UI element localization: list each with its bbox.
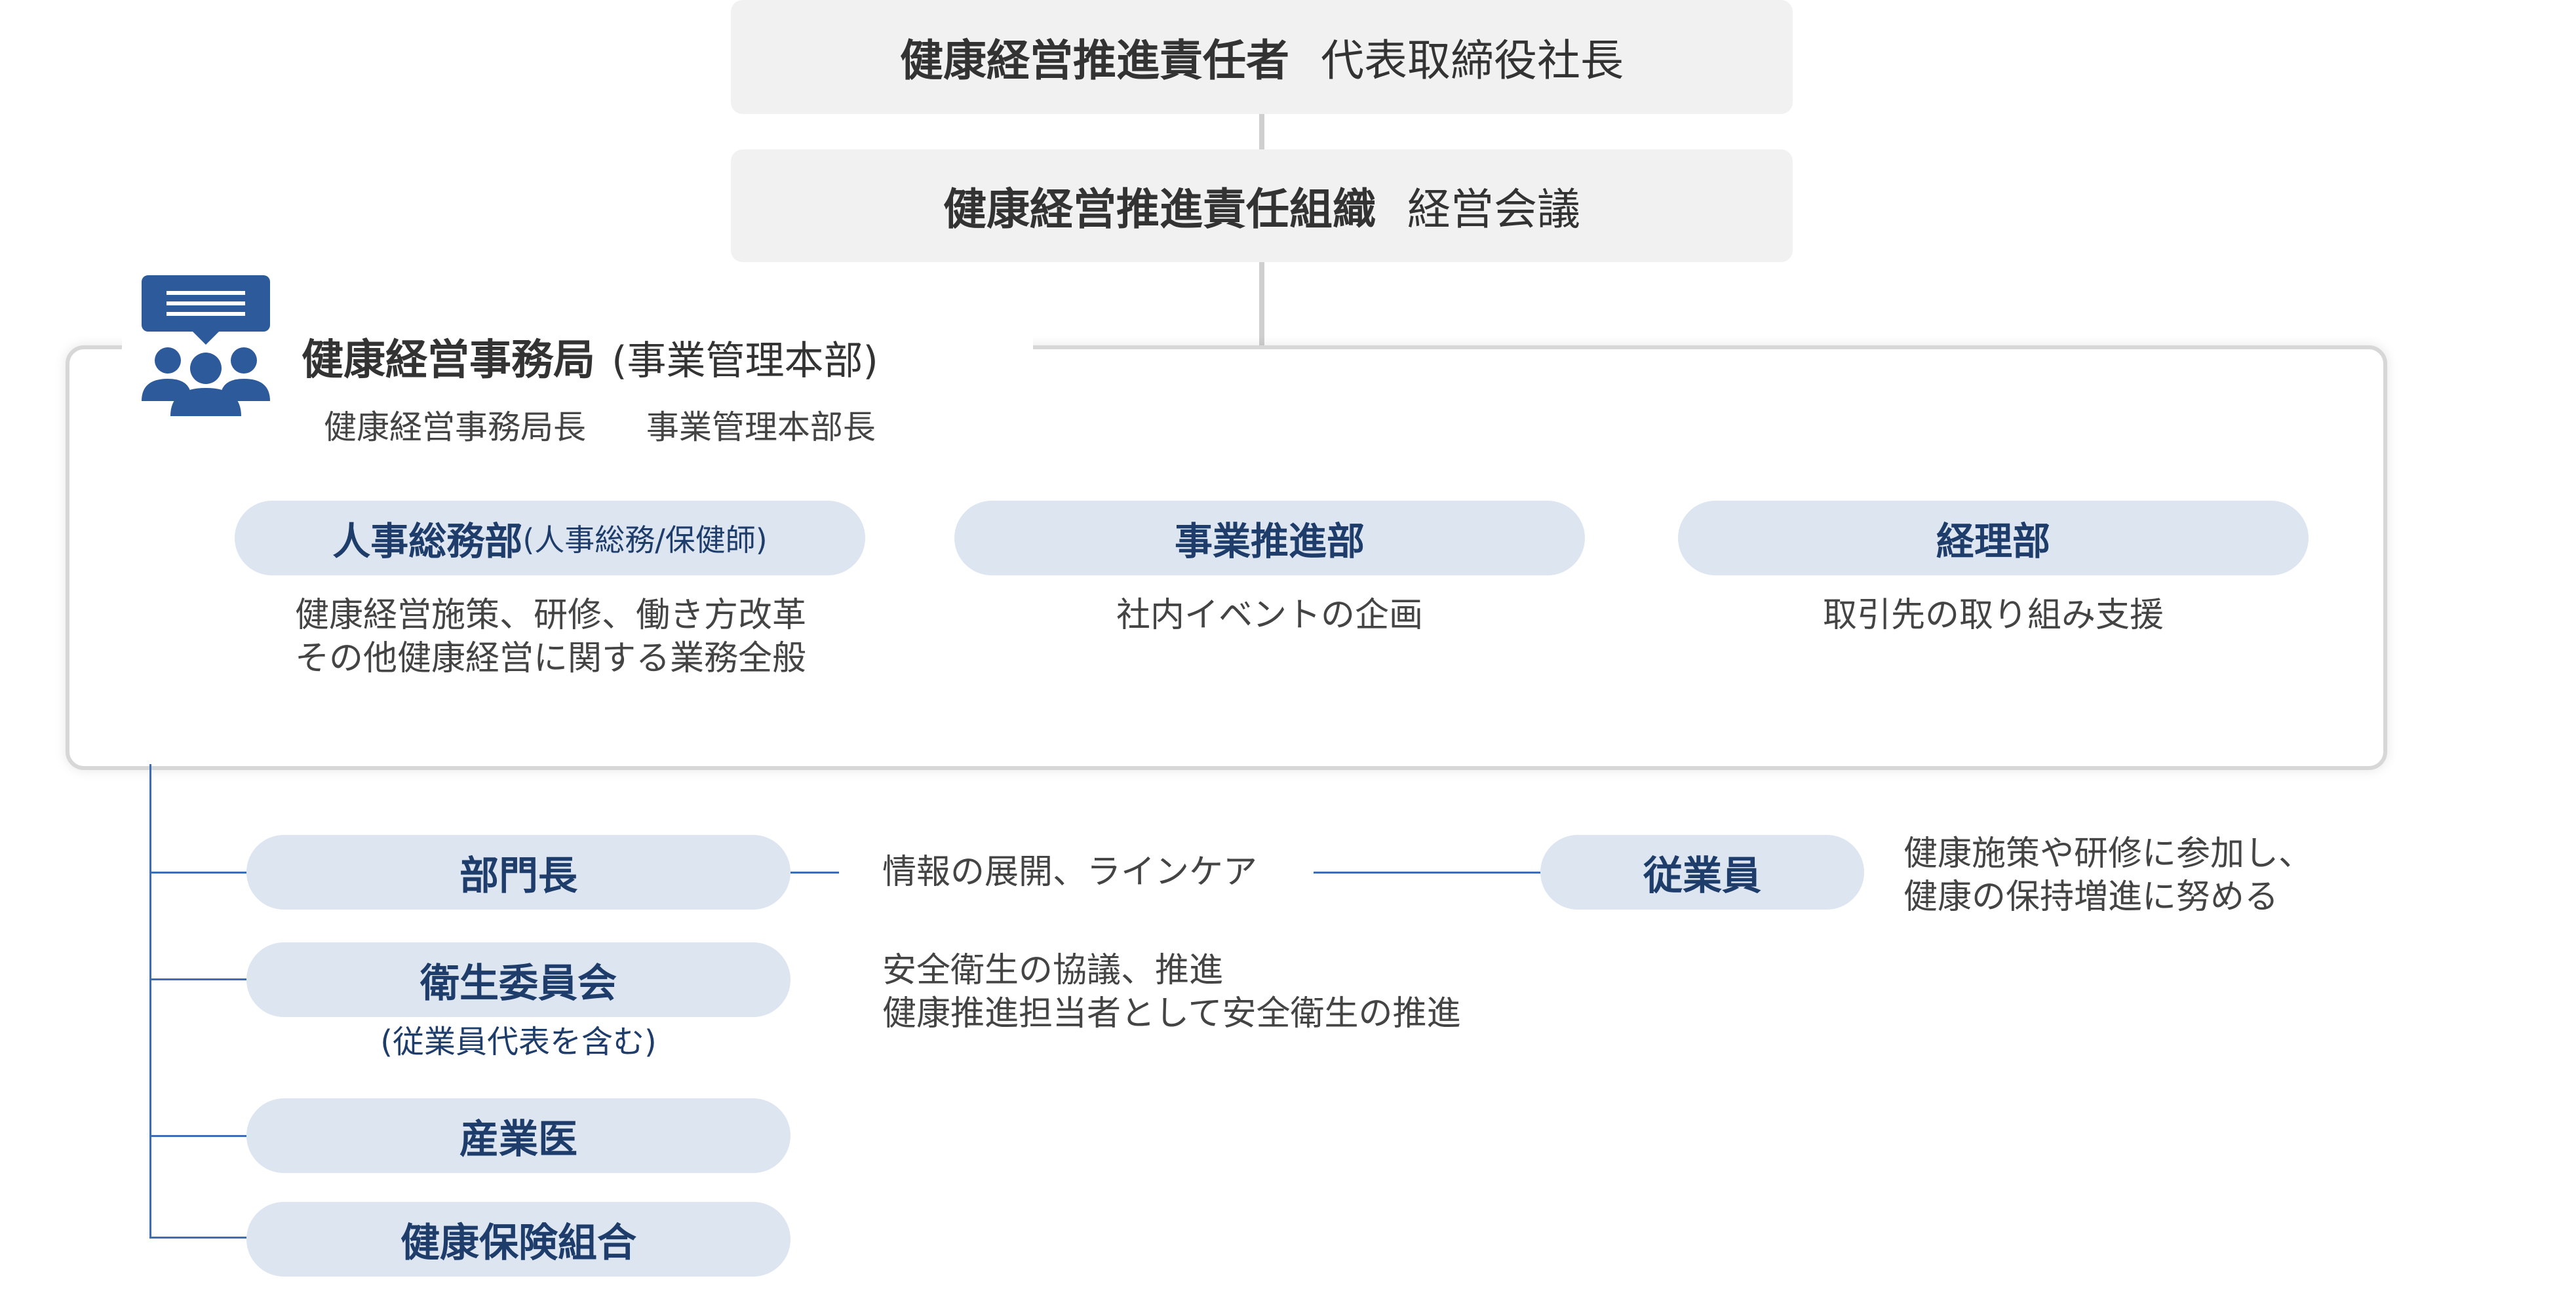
tree-branch-line: [149, 1135, 246, 1137]
department-sub: (人事総務/保健師): [522, 522, 768, 558]
desc-line: 健康の保持増進に努める: [1903, 877, 2279, 917]
office-roles: 健康経営事務局長 事業管理本部長: [324, 401, 876, 448]
responsible-person-box: 健康経営推進責任者 代表取締役社長: [731, 0, 1793, 114]
department-name: 経理部: [1936, 519, 2050, 564]
employee-name: 従業員: [1643, 853, 1761, 899]
doctor-name: 産業医: [459, 1116, 577, 1163]
org-label: 健康経営推進責任組織: [943, 184, 1376, 235]
org-value: 経営会議: [1407, 184, 1580, 235]
responsible-org-box: 健康経営推進責任組織 経営会議: [731, 149, 1793, 262]
committee-pill: 衛生委員会: [246, 942, 790, 1017]
department-desc: 健康経営施策、研修、働き方改革 その他健康経営に関する業務全般: [295, 594, 806, 680]
insurance-name: 健康保険組合: [400, 1220, 636, 1266]
desc-line: その他健康経営に関する業務全般: [295, 639, 807, 678]
desc-line: 取引先の取り組み支援: [1822, 596, 2164, 635]
responsible-label: 健康経営推進責任者: [900, 35, 1289, 86]
responsible-value: 代表取締役社長: [1321, 35, 1624, 86]
tree-branch-line: [149, 872, 246, 874]
desc-line: 社内イベントの企画: [1116, 596, 1423, 635]
dept-head-desc: 情報の展開、ラインケア: [882, 853, 1258, 892]
insurance-pill: 健康保険組合: [246, 1202, 790, 1277]
office-role: 健康経営事務局長: [324, 408, 586, 446]
office-role: 事業管理本部長: [646, 408, 876, 446]
dept-head-pill: 部門長: [246, 835, 790, 910]
doctor-pill: 産業医: [246, 1098, 790, 1173]
department-hr: 人事総務部 (人事総務/保健師): [235, 501, 865, 575]
employee-pill: 従業員: [1540, 835, 1864, 910]
department-name: 事業推進部: [1174, 519, 1365, 564]
employee-desc: 健康施策や研修に参加し、 健康の保持増進に努める: [1903, 832, 2313, 919]
connector-line: [790, 872, 839, 874]
desc-line: 健康施策や研修に参加し、: [1903, 834, 2313, 874]
committee-note: (従業員代表を含む): [380, 1024, 657, 1060]
desc-line: 健康推進担当者として安全衛生の推進: [882, 994, 1461, 1033]
connector-line: [1259, 114, 1264, 149]
department-business: 事業推進部: [954, 501, 1585, 575]
office-title-main: 健康経営事務局: [302, 336, 595, 385]
committee-name: 衛生委員会: [420, 960, 617, 1007]
office-title: 健康経営事務局 (事業管理本部): [302, 326, 878, 387]
department-desc: 取引先の取り組み支援: [1678, 594, 2309, 637]
people-meeting-icon: [140, 275, 271, 416]
desc-line: 安全衛生の協議、推進: [882, 951, 1224, 990]
connector-line: [1314, 872, 1540, 874]
committee-desc: 安全衛生の協議、推進 健康推進担当者として安全衛生の推進: [882, 949, 1460, 1035]
tree-trunk-line: [149, 764, 151, 1238]
department-desc: 社内イベントの企画: [954, 594, 1585, 637]
department-name: 人事総務部: [332, 519, 523, 564]
connector-line: [1259, 262, 1264, 347]
tree-branch-line: [149, 1237, 246, 1239]
office-header-background: [122, 318, 1033, 370]
desc-line: 健康経営施策、研修、働き方改革: [295, 596, 807, 635]
department-accounting: 経理部: [1678, 501, 2309, 575]
tree-branch-line: [149, 978, 246, 980]
office-title-sub: (事業管理本部): [612, 338, 878, 384]
dept-head-name: 部門長: [459, 853, 577, 899]
